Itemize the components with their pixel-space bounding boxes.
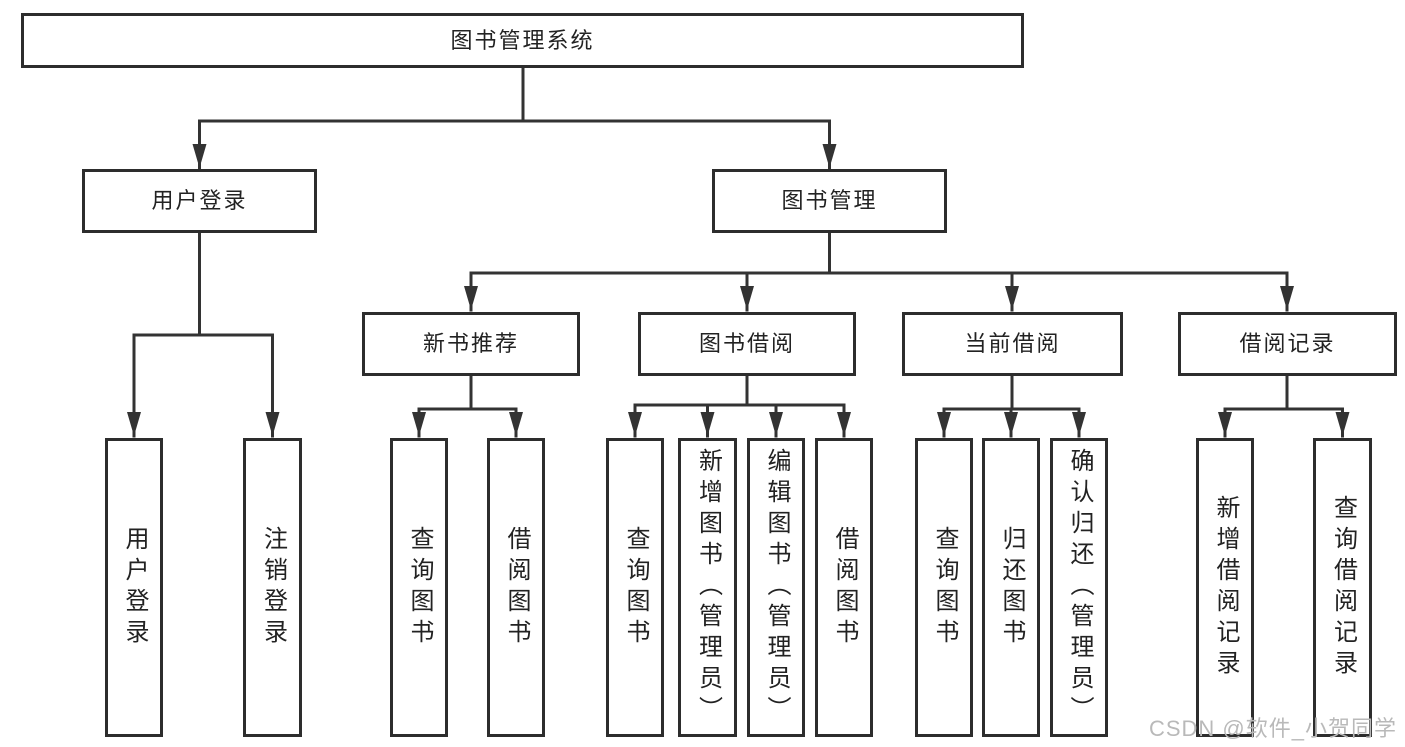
node-add-books-admin: 新增图书（管理员）	[678, 438, 737, 737]
node-book-management-module: 图书管理	[712, 169, 947, 233]
node-user-login-label: 用户登录	[121, 525, 148, 650]
csdn-watermark: CSDN @软件_小贺同学	[1148, 716, 1397, 741]
node-return-books: 归还图书	[982, 438, 1040, 737]
node-confirm-return-admin: 确认归还（管理员）	[1050, 438, 1108, 737]
node-query-books-recommend: 查询图书	[390, 438, 448, 737]
node-query-borrow-record-label: 查询借阅记录	[1329, 494, 1357, 681]
node-query-books-current-label: 查询图书	[931, 525, 958, 650]
node-borrow-books-borrowing-label: 借阅图书	[831, 525, 858, 650]
node-add-books-admin-label: 新增图书（管理员）	[694, 448, 722, 727]
node-borrowing-records: 借阅记录	[1178, 312, 1397, 376]
node-borrow-books-recommend-label: 借阅图书	[503, 525, 530, 650]
node-current-borrowing: 当前借阅	[902, 312, 1123, 376]
node-book-borrowing-label: 图书借阅	[698, 331, 795, 356]
node-query-books-current: 查询图书	[915, 438, 973, 737]
node-user-login: 用户登录	[105, 438, 163, 737]
node-book-management-module-label: 图书管理	[781, 188, 878, 213]
node-borrow-books-borrowing: 借阅图书	[815, 438, 873, 737]
node-borrowing-records-label: 借阅记录	[1239, 331, 1336, 356]
node-query-borrow-record: 查询借阅记录	[1313, 438, 1372, 737]
node-query-books-recommend-label: 查询图书	[406, 525, 433, 650]
node-book-borrowing: 图书借阅	[638, 312, 856, 376]
node-add-borrow-record: 新增借阅记录	[1196, 438, 1254, 737]
node-confirm-return-admin-label: 确认归还（管理员）	[1066, 448, 1093, 727]
node-new-book-recommendation: 新书推荐	[362, 312, 580, 376]
node-logout-label: 注销登录	[259, 525, 287, 650]
node-return-books-label: 归还图书	[998, 525, 1025, 650]
node-query-books-borrowing: 查询图书	[606, 438, 664, 737]
node-new-book-recommendation-label: 新书推荐	[422, 331, 519, 356]
node-logout: 注销登录	[243, 438, 302, 737]
node-edit-books-admin: 编辑图书（管理员）	[747, 438, 805, 737]
node-add-borrow-record-label: 新增借阅记录	[1212, 494, 1239, 681]
node-query-books-borrowing-label: 查询图书	[622, 525, 649, 650]
node-library-management-system-label: 图书管理系统	[450, 27, 595, 53]
node-borrow-books-recommend: 借阅图书	[487, 438, 545, 737]
node-edit-books-admin-label: 编辑图书（管理员）	[763, 448, 790, 727]
node-library-management-system: 图书管理系统	[21, 13, 1024, 68]
node-current-borrowing-label: 当前借阅	[964, 331, 1061, 356]
node-user-login-module-label: 用户登录	[151, 188, 248, 213]
node-user-login-module: 用户登录	[82, 169, 317, 233]
